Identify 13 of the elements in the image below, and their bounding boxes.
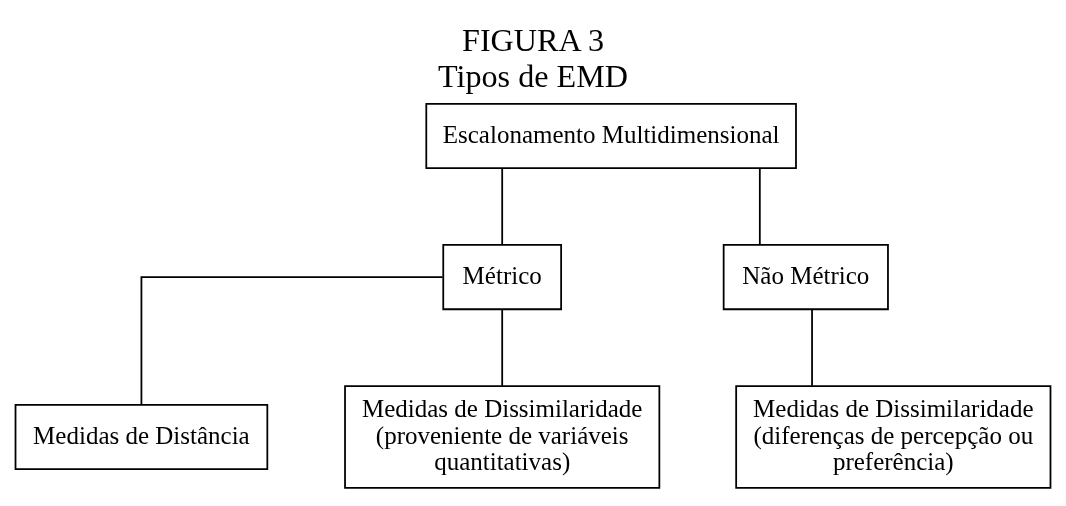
connector	[501, 308, 504, 387]
node-box: Não Métrico	[722, 244, 889, 311]
node-box: Medidas de Dissimilaridade (proveniente de variáveis quantitativas)	[344, 385, 661, 489]
node-box: Métrico	[442, 244, 563, 311]
node-box: Medidas de Distância	[14, 403, 269, 470]
diagram-title: FIGURA 3	[462, 22, 604, 59]
connector	[811, 308, 813, 387]
connector	[140, 276, 444, 406]
connector	[758, 167, 761, 246]
node-box: Escalonamento Multidimensional	[425, 102, 797, 170]
node-box: Medidas de Dissimilaridade (diferenças de percepção ou preferência)	[735, 385, 1052, 489]
connector	[501, 167, 504, 246]
caption: Tipos de EMD	[438, 57, 628, 94]
